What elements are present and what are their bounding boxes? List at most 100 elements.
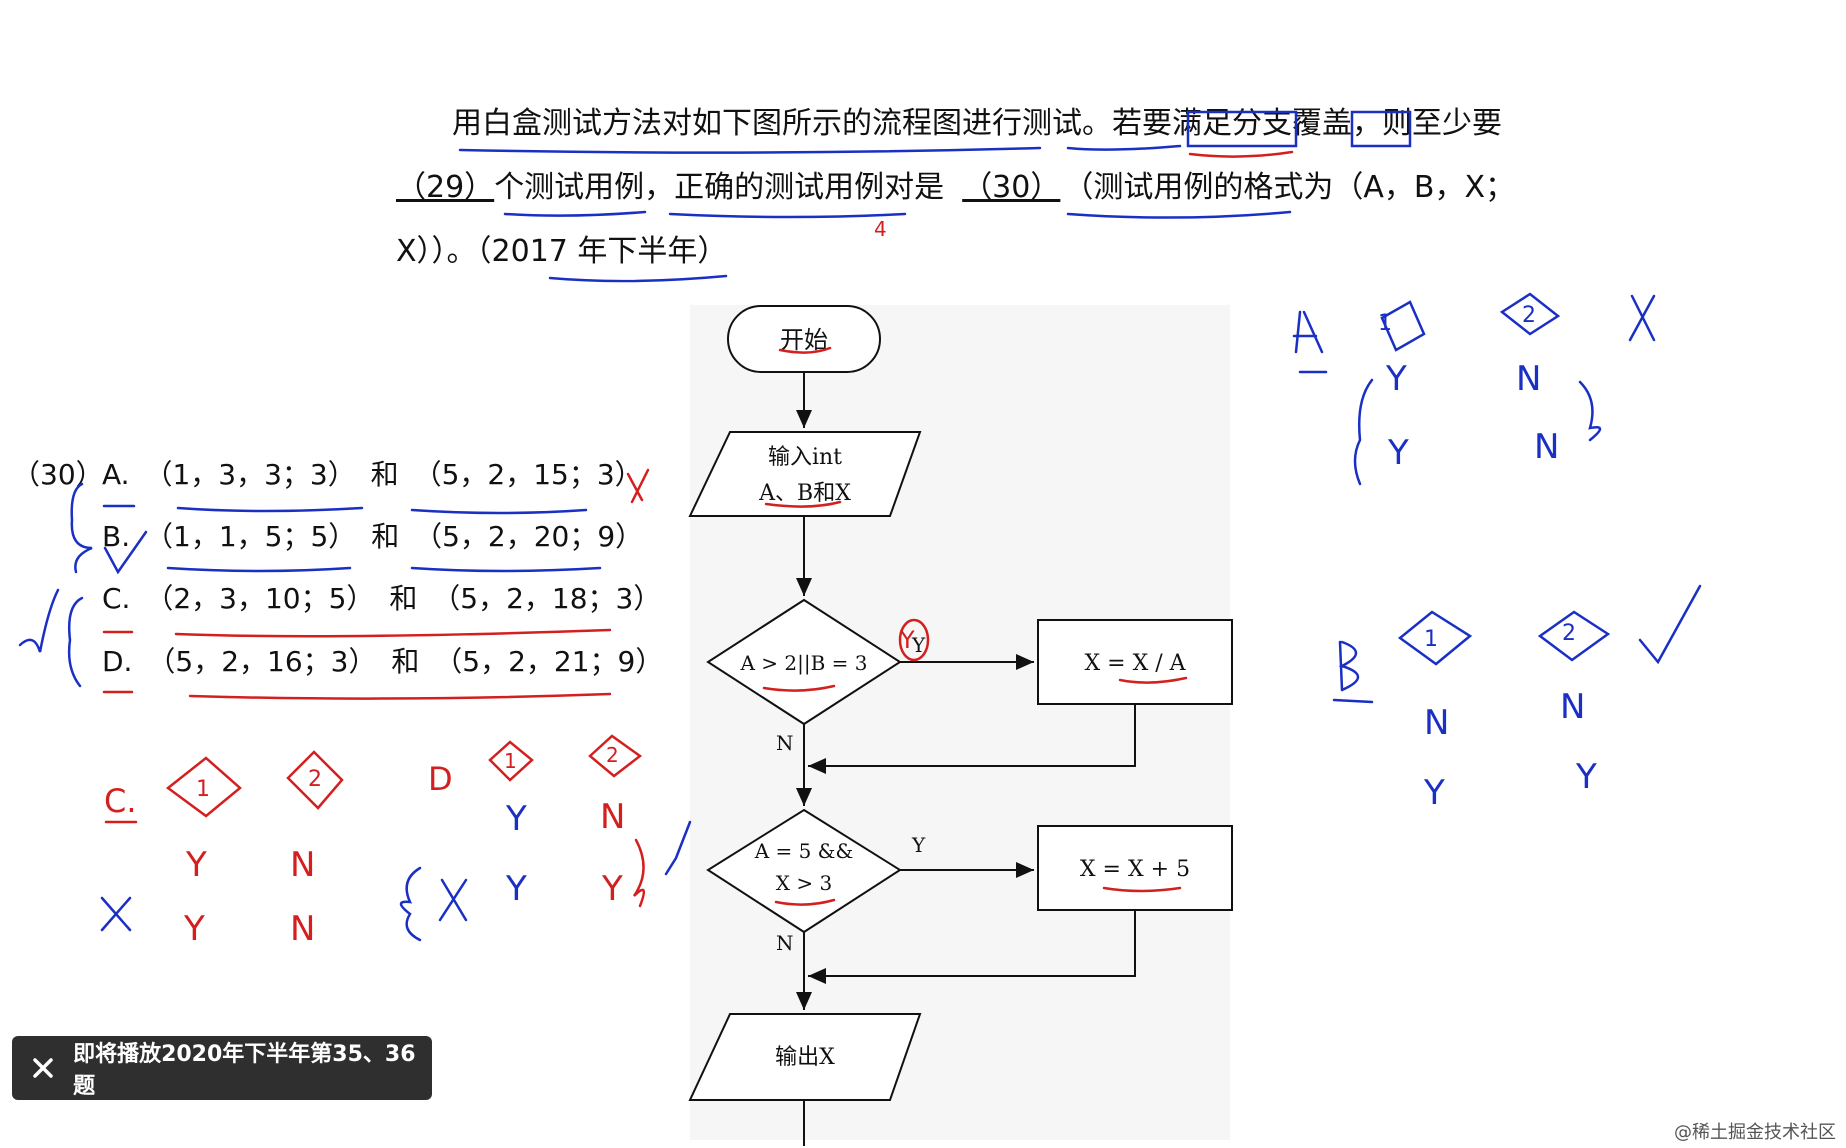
option-d-first: （5，2，16；3）	[147, 645, 377, 678]
autoplay-toast: 即将播放2020年下半年第35、36题	[12, 1036, 432, 1100]
arrow-action1-merge	[808, 704, 1136, 774]
answers-label-text: （30）	[12, 458, 104, 491]
red-underlines	[102, 150, 1294, 908]
condition-1-label: A > 2||B = 3	[739, 651, 867, 676]
input-box	[688, 431, 922, 517]
annot-b-d1: 1	[1424, 627, 1438, 652]
annot-a-y2: Y	[1387, 433, 1409, 473]
annot-a-brace	[1353, 378, 1374, 486]
annot-four: 4	[874, 217, 887, 241]
annotation-letters: 1 2 Y Y N N 1 2 N Y N Y C. 1 2 Y Y N N D…	[104, 217, 1597, 949]
annot-d-d1: 1	[504, 749, 517, 773]
annot-a-letter	[1292, 310, 1324, 354]
annot-b-underline	[1332, 698, 1374, 704]
annot-cond1-y: Y	[899, 626, 915, 654]
underline-action2	[1102, 886, 1182, 893]
option-c: C. （2，3，10；5） 和 （5，2，18；3）	[102, 582, 667, 616]
annot-a-y1: Y	[1385, 359, 1407, 399]
annot-d-diamond-2	[588, 734, 643, 778]
annot-d-y3: Y	[601, 869, 623, 909]
option-c-joiner: 和	[389, 582, 418, 615]
annot-a-diamond-2	[1499, 292, 1561, 336]
condition-1-no: N	[776, 731, 794, 755]
option-d-letter: D.	[102, 645, 133, 678]
annot-d-brace-right	[632, 838, 646, 908]
annot-b-y2: Y	[1575, 757, 1597, 797]
question-text-2b: （测试用例的格式为（A，B，X；	[1078, 170, 1516, 205]
annot-d-diamond-1	[488, 740, 534, 782]
action-2-box	[1037, 825, 1233, 911]
annot-d-label: D	[428, 760, 453, 798]
underline-input	[764, 500, 842, 508]
annot-c-y2: Y	[183, 909, 205, 949]
annot-b-diamond-2	[1537, 610, 1611, 662]
annot-b-n2: N	[1560, 687, 1585, 727]
underline-b1	[166, 566, 352, 573]
output-label: 输出X	[775, 1045, 835, 1070]
question-line-2: （29）个测试用例，正确的测试用例对是（30）（测试用例的格式为（A，B，X；	[396, 170, 1515, 206]
underline-d	[188, 692, 612, 700]
annot-d-n1: N	[600, 797, 625, 837]
annot-d-d2: 2	[606, 743, 619, 767]
annot-d-x	[438, 878, 468, 922]
underline-q2	[1066, 144, 1182, 151]
arrow-action2-merge	[808, 910, 1136, 984]
close-button[interactable]	[12, 1055, 73, 1081]
answers-label: （30）	[12, 458, 110, 492]
action-1-box	[1037, 619, 1233, 705]
underline-b2	[410, 566, 602, 573]
annot-b-n1: N	[1424, 703, 1449, 743]
option-c-first: （2，3，10；5）	[145, 582, 375, 615]
annot-c-d1: 1	[196, 777, 210, 802]
annot-d-check	[664, 820, 692, 876]
box-zhishao	[1350, 110, 1412, 148]
check-b	[103, 530, 148, 575]
annot-a-d1: 1	[1378, 311, 1392, 336]
start-label: 开始	[780, 326, 828, 354]
underline-c	[174, 628, 612, 638]
annot-c-d2: 2	[308, 767, 322, 792]
annot-a-x	[1628, 294, 1656, 342]
annot-a-brace-2	[1578, 380, 1602, 442]
option-a-joiner: 和	[370, 458, 399, 491]
option-a: A. （1，3，3；3） 和 （5，2，15；3）	[102, 458, 649, 492]
annot-a-n2: N	[1534, 427, 1559, 467]
annot-c-y1: Y	[185, 845, 207, 885]
underline-action1	[1118, 676, 1188, 684]
annot-a-d2: 2	[1522, 303, 1536, 328]
annot-b-diamond-1	[1397, 610, 1473, 666]
box-fenzhi	[1186, 110, 1298, 148]
annot-d-y2: Y	[505, 869, 527, 909]
blue-underlines	[18, 110, 1702, 942]
brace-cd	[67, 596, 84, 688]
annot-c-diamond-1	[165, 756, 242, 818]
brace-ab	[70, 482, 93, 574]
option-b-second: （5，2，20；9）	[414, 520, 644, 553]
option-d-second: （5，2，21；9）	[434, 645, 664, 678]
circle-cond1-yes	[898, 618, 930, 662]
option-b-joiner: 和	[371, 520, 400, 553]
close-icon[interactable]	[30, 1055, 56, 1081]
watermark: @稀土掘金技术社区	[1674, 1122, 1836, 1143]
condition-1-yes: Y	[911, 633, 926, 657]
underline-a1	[176, 506, 364, 513]
annot-b-letter	[1338, 640, 1360, 692]
underline-2017	[548, 274, 728, 283]
annot-b-check	[1638, 584, 1702, 665]
underline-q5	[1066, 210, 1292, 219]
underline-cond2	[774, 898, 836, 906]
option-a-letter: A.	[102, 458, 130, 491]
question-text-3: X））。（2017 年下半年）	[396, 234, 728, 269]
annot-b-d2: 2	[1562, 621, 1576, 646]
annot-c-n1: N	[290, 845, 315, 885]
question-line-1: 用白盒测试方法对如下图所示的流程图进行测试。若要满足分支覆盖，则至少要	[452, 106, 1502, 142]
condition-2-yes: Y	[911, 833, 926, 857]
condition-2-label-2: X > 3	[776, 871, 832, 895]
check-cd	[18, 588, 60, 653]
underline-q1	[458, 146, 1042, 154]
underline-a2	[410, 508, 588, 515]
action-2-label: X = X + 5	[1080, 857, 1190, 882]
underline-start	[778, 346, 832, 354]
annot-a-n1: N	[1516, 359, 1541, 399]
